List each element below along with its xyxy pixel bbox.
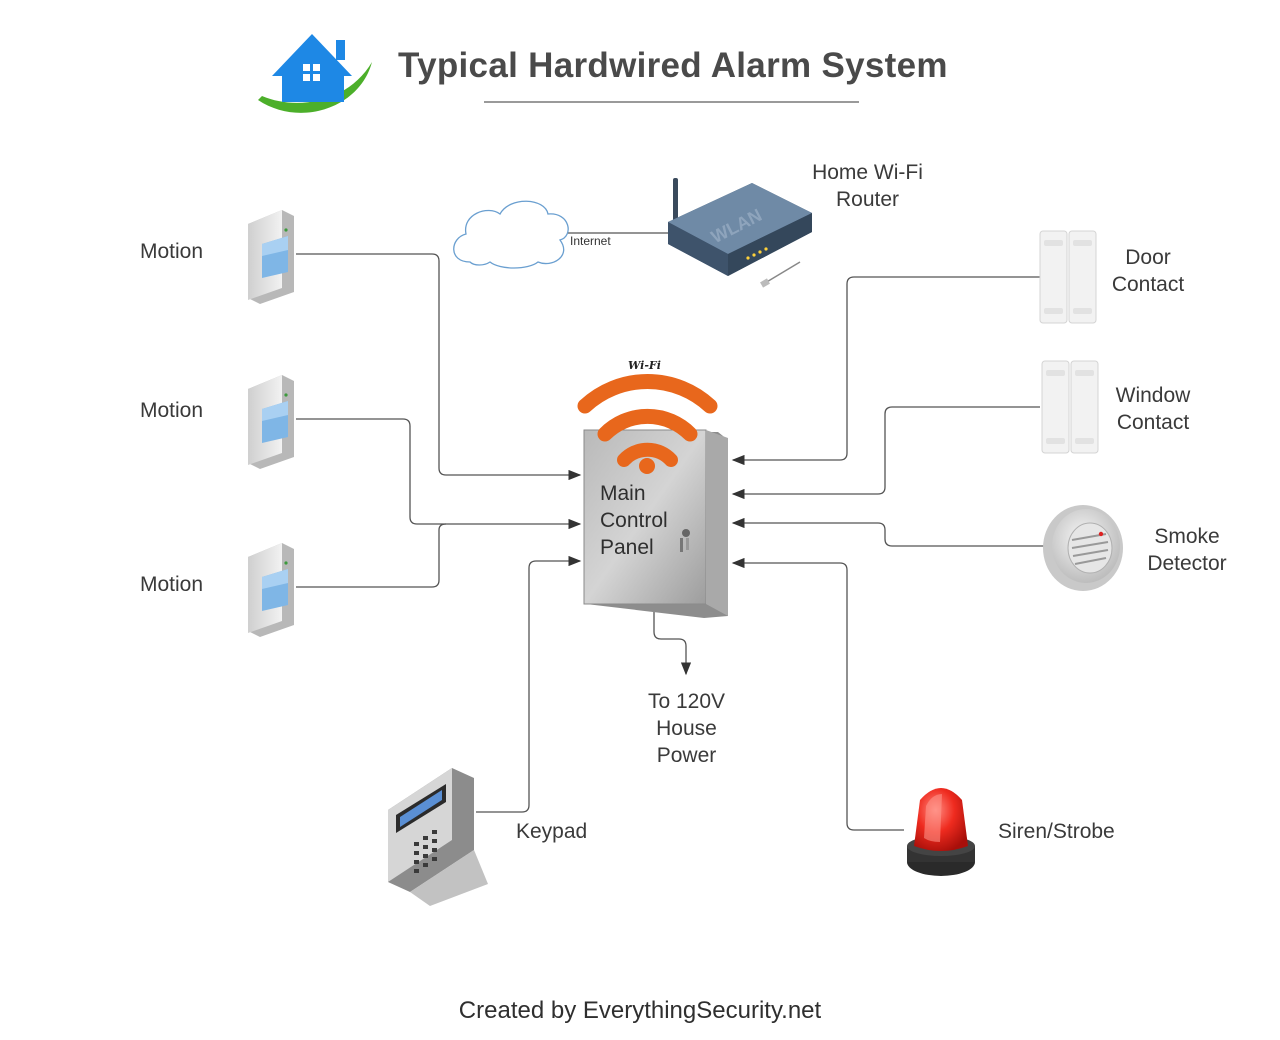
- internet-label: Internet: [570, 234, 611, 248]
- wire-motion-3: [296, 523, 447, 588]
- siren-icon: [907, 788, 975, 876]
- motion-sensor-icon: [248, 375, 294, 469]
- router-icon: WLAN: [668, 178, 812, 288]
- title-divider: [484, 101, 859, 103]
- keypad-label: Keypad: [516, 820, 588, 843]
- wire-smoke: [731, 517, 1044, 547]
- wifi-text: Wi-Fi: [628, 359, 661, 372]
- window-contact-icon: [1041, 360, 1099, 454]
- wire-motion-1: [296, 253, 582, 481]
- motion-sensor-icon: [248, 543, 294, 637]
- motion-label-1: Motion: [140, 240, 204, 263]
- wire-window: [731, 406, 1040, 500]
- door-contact-icon: [1039, 230, 1097, 324]
- siren-label: Siren/Strobe: [998, 820, 1115, 843]
- smoke-detector-icon: [1043, 505, 1123, 591]
- keypad-icon: [388, 768, 488, 906]
- house-logo-icon: [258, 34, 372, 113]
- motion-label-3: Motion: [140, 573, 204, 596]
- cloud-icon: [453, 200, 569, 269]
- wire-power: [653, 612, 692, 676]
- page-title: Typical Hardwired Alarm System: [398, 46, 948, 85]
- wifi-icon: [577, 374, 718, 474]
- wiring: [296, 232, 1044, 831]
- wire-door: [731, 276, 1040, 466]
- motion-sensor-icon: [248, 210, 294, 304]
- wire-siren: [731, 557, 904, 831]
- motion-label-2: Motion: [140, 399, 204, 422]
- wire-keypad: [476, 555, 582, 813]
- wire-motion-2: [296, 418, 582, 530]
- footer-credit: Created by EverythingSecurity.net: [458, 997, 822, 1024]
